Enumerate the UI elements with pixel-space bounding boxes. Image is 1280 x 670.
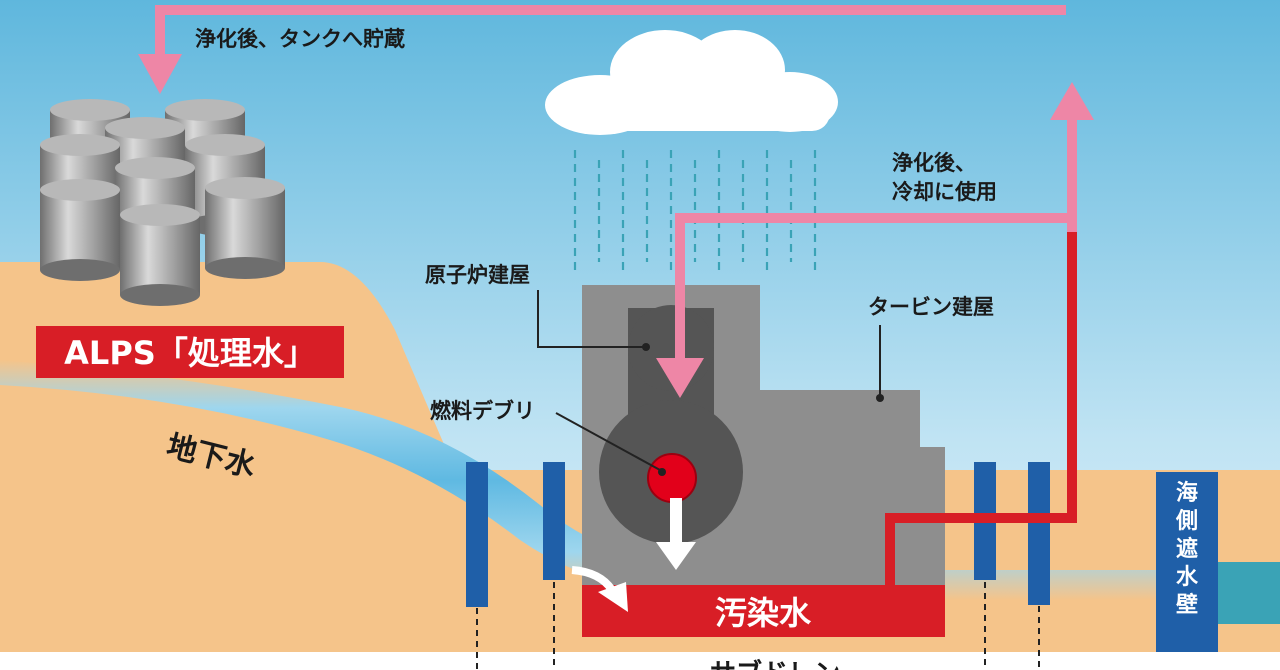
alps-label-box [36, 326, 344, 378]
seawall-label: 海側遮水壁 [1175, 480, 1199, 618]
cooling-label-line1: 浄化後、 [892, 151, 976, 175]
contaminated-water-pool [582, 585, 945, 637]
leader-lines [537, 290, 881, 471]
seawall [1156, 472, 1218, 652]
bottom-strip [0, 652, 1280, 670]
fuel-debris-label: 燃料デブリ [430, 399, 535, 423]
subdrain-dashed-lines [476, 582, 1040, 670]
contaminated-water-label: 汚染水 [715, 594, 812, 632]
sea [1218, 562, 1280, 624]
subdrain-walls [466, 462, 1050, 607]
cooling-label-line2: 冷却に使用 [892, 180, 997, 204]
pink-down-arrowhead-tanks [138, 54, 182, 94]
pink-flow-lines [155, 5, 1077, 362]
leader-dots [642, 343, 884, 476]
groundwater-band [0, 360, 1280, 600]
pink-down-arrowhead-reactor [656, 358, 704, 398]
alps-treated-water-label: ALPS「処理水」 [64, 334, 316, 372]
turbine-building-label: タービン建屋 [868, 295, 994, 319]
cloud [545, 30, 838, 135]
reactor-building-label: 原子炉建屋 [425, 263, 530, 287]
fuel-debris [647, 453, 697, 503]
bottom-partial-label: サブドレン [710, 658, 840, 670]
leak-down-arrow [656, 498, 696, 570]
pink-up-arrowhead [1050, 82, 1094, 120]
rain [573, 150, 817, 272]
groundwater-inflow-arrow [571, 566, 628, 612]
red-pumping-line [885, 228, 1077, 585]
turbine-building [760, 390, 945, 585]
tank-storage-label: 浄化後、タンクへ貯蔵 [195, 27, 405, 51]
